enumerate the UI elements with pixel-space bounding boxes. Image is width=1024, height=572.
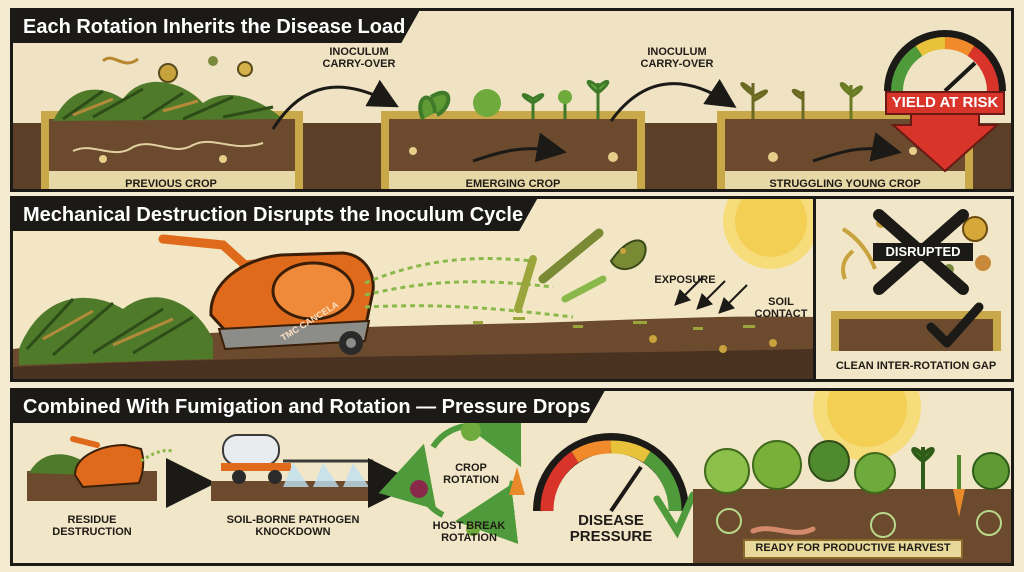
disrupted-badge: DISRUPTED [873, 243, 973, 261]
exposure-label: EXPOSURE [654, 274, 716, 286]
carryover-label-1: INOCULUM CARRY-OVER [322, 46, 396, 70]
stage-emerging-label: EMERGING CROP [465, 178, 561, 190]
step-residue-destruction-label: RESIDUE DESTRUCTION [52, 514, 132, 538]
tractor-mulcher-icon [158, 234, 375, 355]
yield-at-risk-badge: YIELD AT RISK [885, 91, 1005, 115]
arrow-curved-icon [271, 79, 399, 130]
stage-previous-label: PREVIOUS CROP [125, 178, 217, 190]
sun-icon [723, 199, 819, 269]
checkmark-icon [926, 302, 984, 348]
trench-emerging-crop [381, 79, 645, 189]
healthy-field [693, 440, 1011, 563]
panel2-illustration [13, 199, 1011, 379]
panel1-illustration [13, 11, 1011, 189]
step-residue-destruction-icon [27, 436, 174, 501]
stage-struggling-label: STRUGGLING YOUNG CROP [769, 178, 921, 190]
panel1-title: Each Rotation Inherits the Disease Load [13, 11, 419, 43]
host-break-rotation-label: HOST BREAK ROTATION [432, 520, 506, 544]
trench-previous-crop [41, 56, 303, 189]
soil-contact-label: SOIL CONTACT [754, 296, 808, 320]
carryover-label-2: INOCULUM CARRY-OVER [640, 46, 714, 70]
panel-disease-load: Each Rotation Inherits the Disease Load … [10, 8, 1014, 192]
panel-mechanical-destruction: Mechanical Destruction Disrupts the Inoc… [10, 196, 1014, 382]
crop-rotation-center-label: CROP ROTATION [443, 462, 499, 486]
gauge-icon [533, 433, 697, 539]
panel3-title: Combined With Fumigation and Rotation — … [13, 391, 605, 423]
panel2-divider [813, 199, 816, 379]
step-pathogen-knockdown-label: SOIL-BORNE PATHOGEN KNOCKDOWN [226, 514, 360, 538]
tank-sprayer-icon [211, 434, 375, 501]
gauge-icon [884, 30, 1006, 93]
rotation-cycle-icon [378, 400, 525, 544]
disease-pressure-label: DISEASE PRESSURE [569, 512, 653, 545]
arrow-curved-icon [609, 78, 737, 122]
panel2-title: Mechanical Destruction Disrupts the Inoc… [13, 199, 537, 231]
clean-gap-label: CLEAN INTER-ROTATION GAP [835, 360, 997, 372]
harvest-ready-label: READY FOR PRODUCTIVE HARVEST [743, 539, 963, 559]
panel-combined-approach: Combined With Fumigation and Rotation — … [10, 388, 1014, 566]
